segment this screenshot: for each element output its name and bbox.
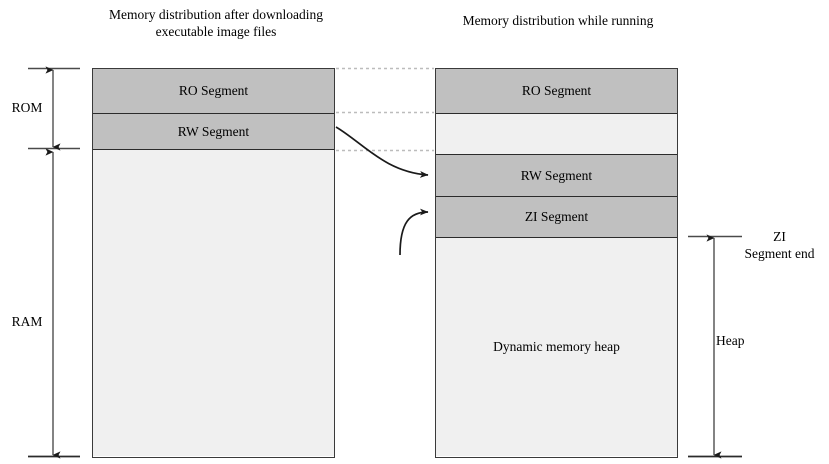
left-memory-block: RO Segment RW Segment [92,68,335,458]
zi-segment-end-label: ZI Segment end [744,229,815,261]
right-segment-rw: RW Segment [436,154,677,196]
right-segment-ro-label: RO Segment [521,83,592,98]
right-segment-ro: RO Segment [436,69,677,113]
right-segment-rw-label: RW Segment [520,167,593,183]
right-segment-heap: Dynamic memory heap [436,237,677,456]
guide-lines [336,67,434,152]
arrow-zi-create [399,208,429,256]
left-segment-ro: RO Segment [93,69,334,113]
left-segment-rw-label: RW Segment [177,123,250,139]
right-segment-heap-label: Dynamic memory heap [493,339,620,354]
left-diagram-title: Memory distribution after downloading ex… [108,7,324,39]
right-segment-zi-label: ZI Segment [524,209,589,224]
ram-bracket-label: RAM [11,314,43,329]
right-segment-zi: ZI Segment [436,196,677,237]
left-segment-free [93,149,334,456]
right-diagram-title: Memory distribution while running [462,13,654,28]
rom-bracket-label: ROM [11,100,43,115]
ram-bracket [28,148,80,459]
right-memory-block: RO Segment RW Segment ZI Segment Dynamic… [435,68,678,458]
left-segment-ro-label: RO Segment [178,83,249,98]
left-segment-rw: RW Segment [93,113,334,149]
arrow-rw-copy [335,126,429,178]
right-segment-gap [436,113,677,154]
heap-bracket-label: Heap [716,333,745,348]
